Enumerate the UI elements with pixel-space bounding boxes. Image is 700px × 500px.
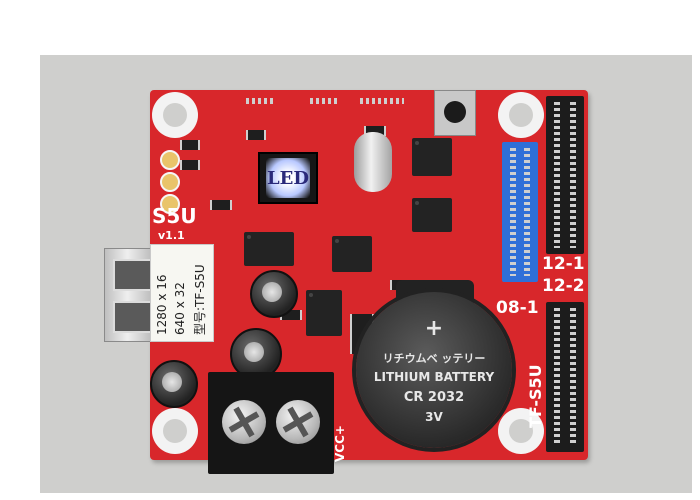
port-label-12-2: 12-2 — [542, 276, 585, 296]
battery-voltage-text: 3V — [425, 410, 443, 424]
pins-top-2 — [310, 98, 338, 104]
reset-push-button — [434, 90, 476, 136]
smd-chip-1 — [412, 138, 452, 176]
terminal-screw-right — [276, 400, 320, 444]
regulator-chip — [306, 290, 342, 336]
power-label: VCC+ — [333, 425, 347, 462]
board-model-label: S5U — [152, 204, 197, 228]
port-label-08-1: 08-1 — [496, 298, 539, 318]
battery-english-text: LITHIUM BATTERY — [373, 370, 495, 384]
crystal-oscillator — [354, 132, 392, 192]
terminal-screw-left — [222, 400, 266, 444]
hub12-pins — [570, 102, 576, 248]
capacitor-top — [244, 342, 264, 362]
battery-japanese-text: リチウムベ ッテリー — [382, 352, 486, 365]
usb-socket-lower — [113, 301, 155, 333]
led-chip-label: LED — [267, 168, 309, 189]
battery-model-text: CR 2032 — [403, 390, 465, 405]
smd-chip-2 — [412, 198, 452, 232]
led-indicator-chip: LED — [258, 152, 318, 204]
pins-top — [246, 98, 276, 104]
hub08-pins — [570, 308, 576, 446]
hub12-pins — [554, 102, 560, 248]
pins-top-3 — [360, 98, 404, 104]
hub08-pins — [554, 308, 560, 446]
board-version-label: v1.1 — [158, 229, 185, 242]
blue-header-pins — [524, 148, 530, 276]
smd-component — [246, 130, 266, 140]
blue-pin-header — [502, 142, 538, 282]
resolution-sticker: 1280 x 16 640 x 32 型号:TF-S5U — [150, 244, 214, 342]
power-terminal-block — [208, 372, 334, 474]
hub12-connector-header — [546, 96, 584, 254]
capacitor-top — [262, 282, 282, 302]
port-label-12-1: 12-1 — [542, 254, 585, 274]
led-glow — [266, 158, 310, 198]
sticker-line-3: 型号:TF-S5U — [193, 264, 207, 335]
mount-hole-bottom-left — [152, 408, 198, 454]
smd-component — [180, 160, 200, 170]
capacitor-top — [162, 372, 182, 392]
battery-plus: + — [424, 316, 444, 341]
smd-component — [180, 140, 200, 150]
sticker-line-1: 1280 x 16 — [155, 274, 169, 335]
solder-pad — [160, 172, 180, 192]
side-label: TF-S5U — [526, 364, 545, 428]
blue-header-pins — [510, 148, 516, 276]
coin-battery: + リチウムベ ッテリー LITHIUM BATTERY CR 2032 3V — [356, 292, 512, 448]
smd-component — [364, 126, 386, 136]
smd-component — [210, 200, 232, 210]
smd-chip-3 — [244, 232, 294, 266]
solder-pad — [160, 150, 180, 170]
usb-socket-upper — [113, 259, 155, 291]
sticker-line-2: 640 x 32 — [173, 282, 187, 335]
mount-hole-top-right — [498, 92, 544, 138]
smd-chip-4 — [332, 236, 372, 272]
mount-hole-top-left — [152, 92, 198, 138]
solder-pad — [160, 194, 180, 214]
hub08-connector-header — [546, 302, 584, 452]
mount-hole-bottom-right — [498, 408, 544, 454]
